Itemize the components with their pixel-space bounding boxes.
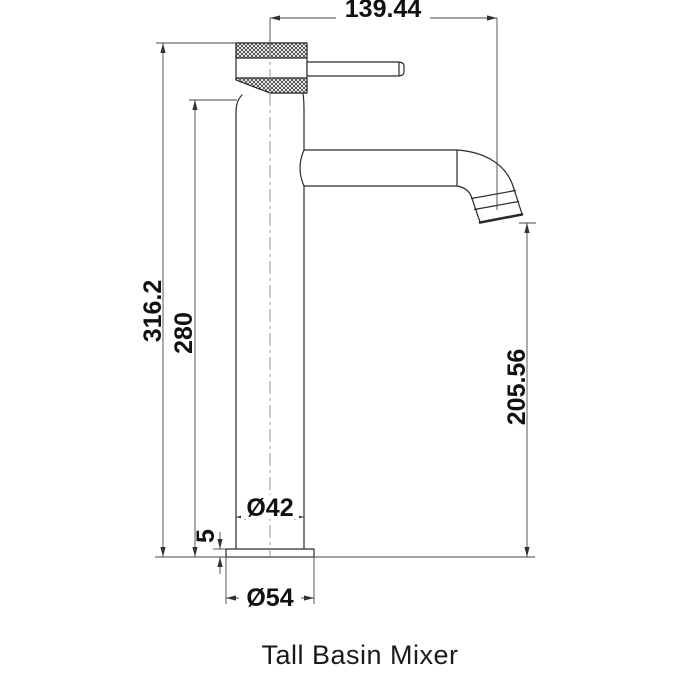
spout-inner-curve [456, 185, 481, 223]
cap-knurl-band-top [235, 42, 308, 59]
label-backgrounds [239, 0, 430, 610]
neck-left-curve [235, 94, 243, 113]
arrow-right-icon [304, 595, 314, 601]
arrow-up-icon [524, 223, 530, 233]
arrow-down-icon [160, 547, 166, 557]
drawing-title: Tall Basin Mixer [261, 640, 458, 670]
arrow-left-icon [270, 15, 280, 21]
faucet-outline [225, 42, 524, 558]
aerator-ring-line-upper [470, 189, 517, 200]
dimension-arrowheads [160, 15, 530, 601]
arrow-up-icon [192, 100, 198, 110]
label-bg [241, 495, 299, 519]
dim-label-body-height: 280 [170, 312, 198, 354]
aerator-ring-line-lower [473, 200, 520, 211]
dim-label-outlet-height: 205.56 [503, 349, 531, 425]
lever-handle [306, 61, 405, 77]
arrow-down-icon [192, 547, 198, 557]
arrow-down-icon [217, 539, 223, 549]
dimension-lines [155, 17, 536, 604]
arrow-up-icon [160, 43, 166, 53]
neck-right-curve [302, 93, 305, 113]
spout-junction-curve [299, 149, 305, 187]
label-bg [336, 0, 430, 21]
arrow-left-icon [226, 595, 236, 601]
dim-label-base-thickness: 5 [192, 529, 220, 543]
arrow-down-icon [524, 547, 530, 557]
dim-label-body-diameter: Ø42 [246, 494, 293, 522]
dim-label-overall-height: 316.2 [139, 280, 167, 343]
arrow-up-icon [217, 557, 223, 567]
spout-outer-curve [456, 149, 523, 215]
label-bg [239, 586, 301, 610]
dim-label-spout-reach: 139.44 [345, 0, 422, 23]
spout-outlet-face [478, 213, 524, 224]
cap-knurl-band-bottom [235, 77, 308, 94]
arrow-right-icon [487, 15, 497, 21]
dim-label-base-diameter: Ø54 [246, 584, 293, 612]
